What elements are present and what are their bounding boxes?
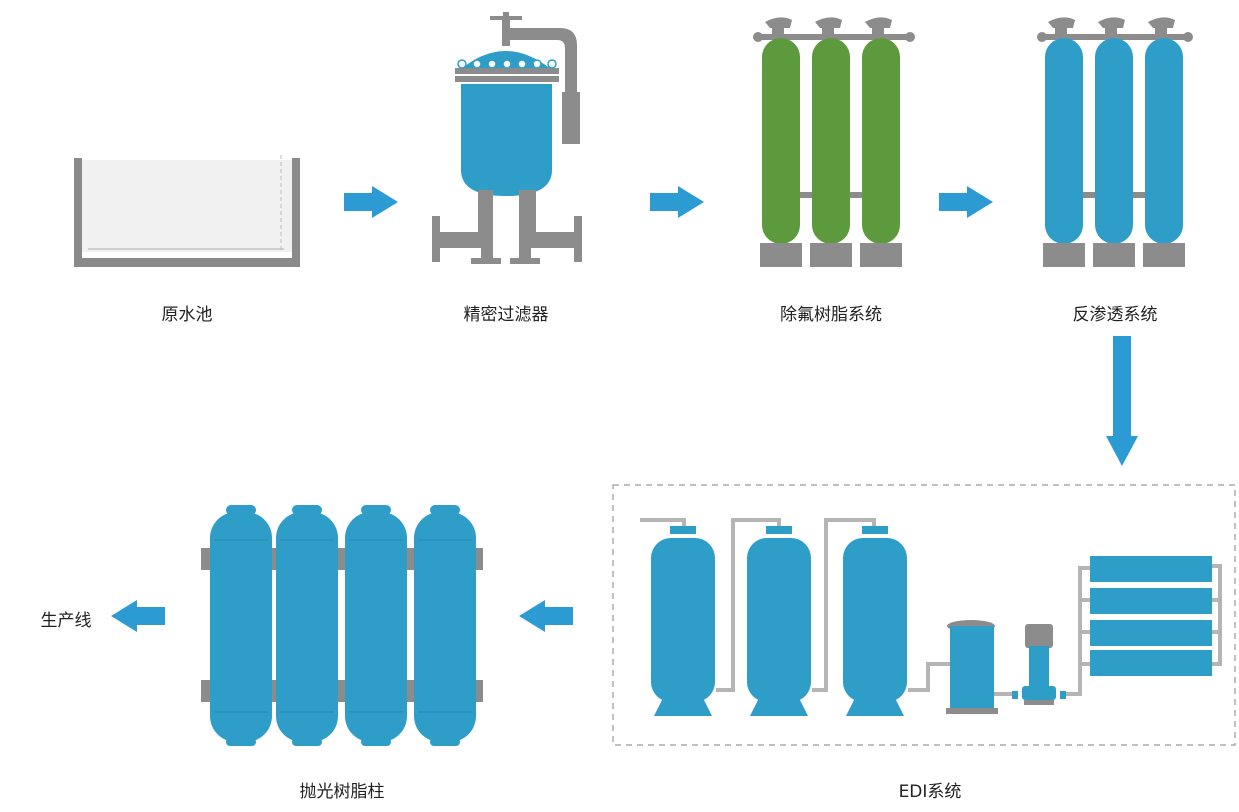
flow-arrow [650,186,704,218]
resin-column [210,505,272,746]
precision-filter [432,12,582,264]
label-raw-water-tank: 原水池 [161,305,213,325]
edi-modules [1090,556,1212,676]
flow-arrow-left [519,600,573,632]
resin-column [276,505,338,746]
flow-arrow-left [111,600,165,632]
resin-column [345,505,407,746]
flow-arrow [939,186,993,218]
label-defluoride-resin: 除氟树脂系统 [780,305,882,325]
label-precision-filter: 精密过滤器 [463,305,549,325]
edi-pump [1012,624,1066,705]
edi-tank [651,526,715,716]
edi-tank [843,526,907,716]
defluoride-resin-system [753,17,915,267]
label-reverse-osmosis: 反渗透系统 [1072,305,1158,325]
raw-water-tank [74,155,300,267]
label-polishing-resin: 抛光树脂柱 [299,782,385,802]
edi-system [612,484,1236,746]
reverse-osmosis-system [1037,17,1193,267]
edi-small-tank [946,620,998,714]
resin-column [414,505,476,746]
polishing-resin-column [201,505,483,746]
label-edi: EDI系统 [898,782,962,802]
edi-tank [747,526,811,716]
flow-arrow [344,186,398,218]
label-production-line: 生产线 [40,611,92,631]
flow-arrow-down [1106,336,1138,466]
